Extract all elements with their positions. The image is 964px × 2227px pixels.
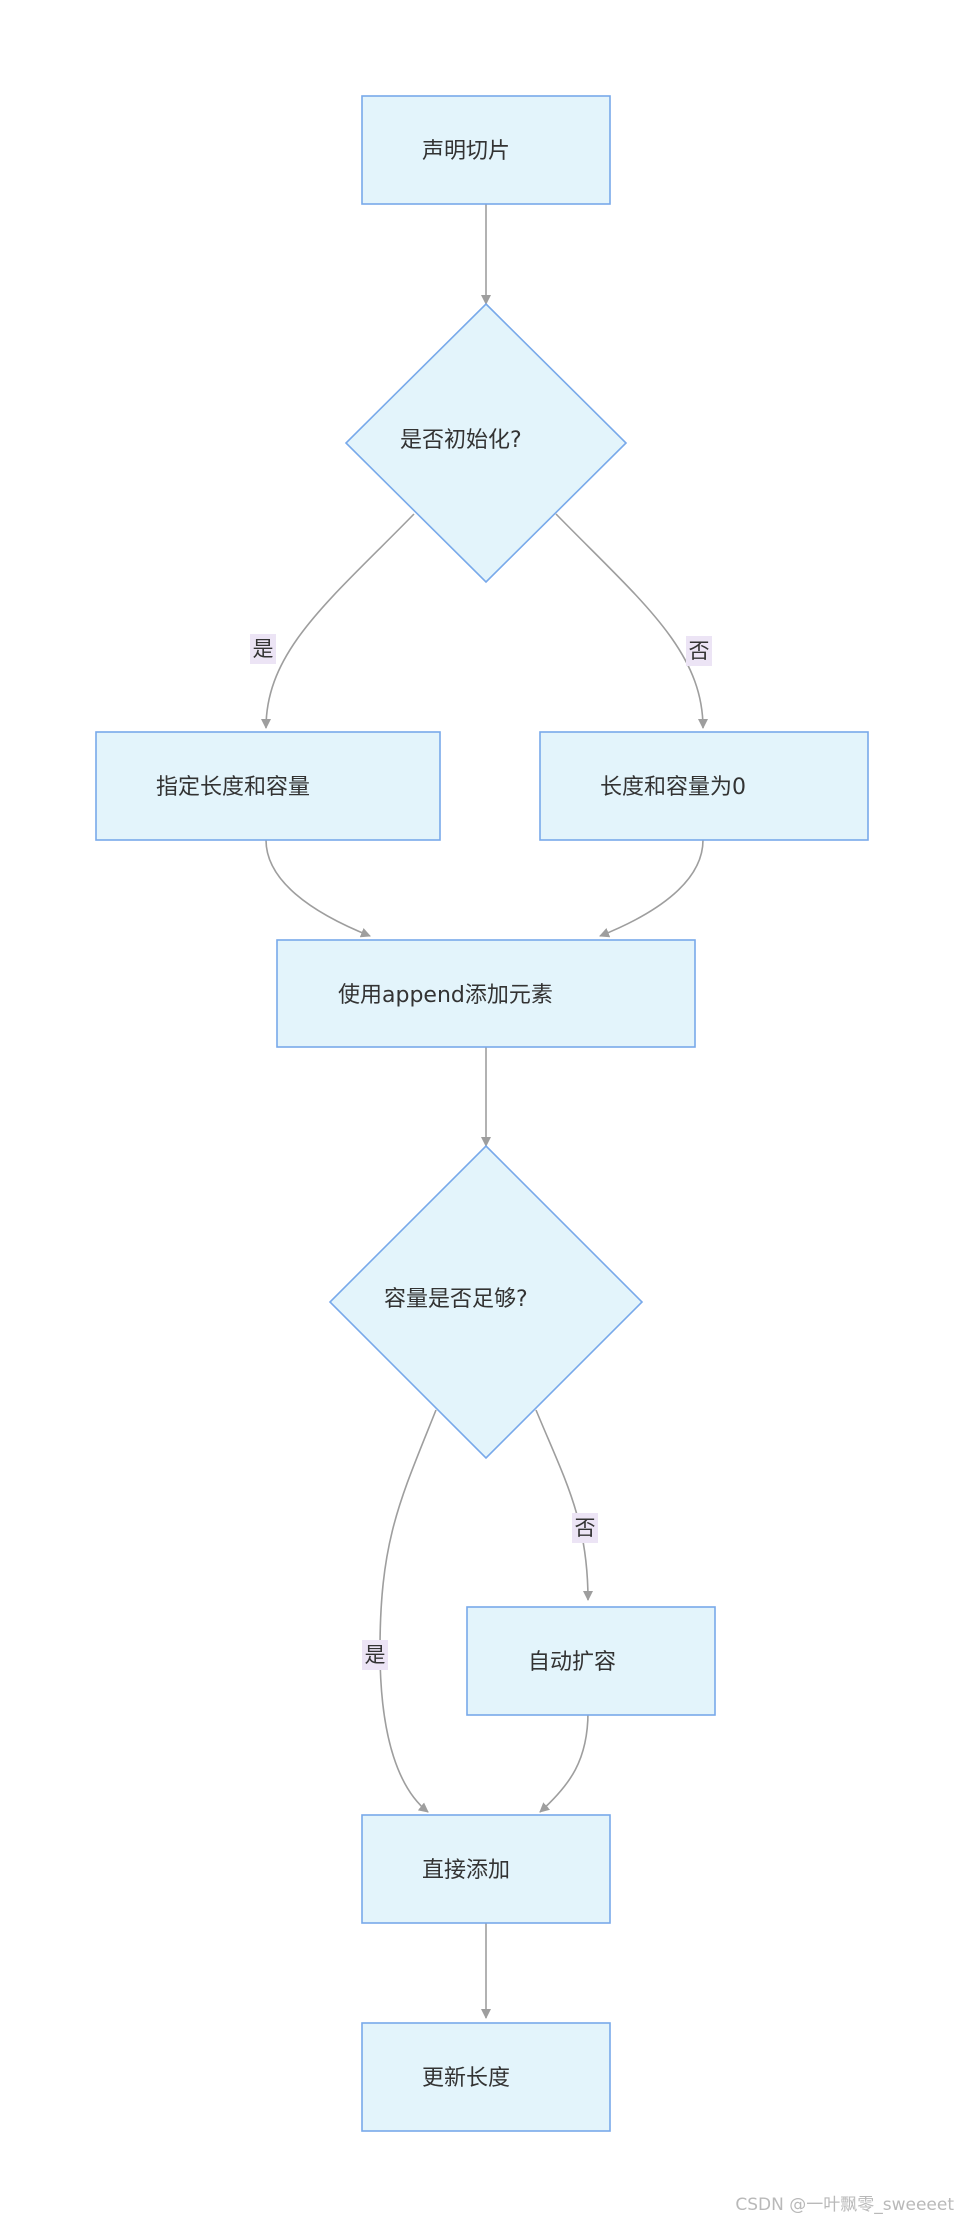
node-append-box bbox=[276, 939, 696, 1048]
edge-label-init-no-text: 否 bbox=[689, 639, 710, 663]
node-update-len-box bbox=[361, 2022, 611, 2132]
edge-init-no bbox=[555, 513, 708, 729]
edge-label-enough-yes-text: 是 bbox=[365, 1643, 386, 1667]
node-is-init-label: 是否初始化? bbox=[400, 428, 522, 453]
node-expand-label: 自动扩容 bbox=[528, 1650, 616, 1675]
edge-label-init-yes-text: 是 bbox=[253, 637, 274, 661]
edge-expand-to-direct bbox=[539, 1711, 589, 1813]
edge-label-enough-yes-bg bbox=[362, 1640, 388, 1670]
edge-label-init-yes: 是 bbox=[250, 634, 276, 664]
edge-label-init-yes-bg bbox=[250, 634, 276, 664]
node-direct-add: 直接添加 bbox=[361, 1814, 611, 1924]
edge-init-yes bbox=[261, 513, 415, 729]
node-is-init-diamond bbox=[344, 302, 628, 584]
node-declare-box bbox=[361, 95, 611, 205]
node-expand: 自动扩容 bbox=[466, 1606, 716, 1716]
edge-enough-yes bbox=[379, 1409, 437, 1813]
edge-label-enough-no-bg bbox=[572, 1513, 598, 1543]
edge-label-enough-no: 否 bbox=[572, 1513, 598, 1543]
node-is-init: 是否初始化? bbox=[344, 302, 628, 584]
node-zero: 长度和容量为0 bbox=[539, 731, 869, 841]
node-expand-box bbox=[466, 1606, 716, 1716]
node-append-label: 使用append添加元素 bbox=[338, 983, 553, 1008]
edge-specify-to-append bbox=[265, 839, 371, 938]
node-specify-box bbox=[95, 731, 441, 841]
edge-label-enough-yes: 是 bbox=[362, 1640, 388, 1670]
node-update-len: 更新长度 bbox=[361, 2022, 611, 2132]
node-declare-label: 声明切片 bbox=[422, 139, 510, 164]
node-zero-box bbox=[539, 731, 869, 841]
node-zero-label: 长度和容量为0 bbox=[600, 775, 746, 800]
node-declare: 声明切片 bbox=[361, 95, 611, 205]
node-enough-label: 容量是否足够? bbox=[384, 1287, 528, 1312]
watermark: CSDN @一叶飘零_sweeeet bbox=[735, 2195, 954, 2215]
node-append: 使用append添加元素 bbox=[276, 939, 696, 1048]
node-direct-add-box bbox=[361, 1814, 611, 1924]
edge-label-init-no: 否 bbox=[686, 636, 712, 666]
edge-label-enough-no-text: 否 bbox=[575, 1516, 596, 1540]
node-update-len-label: 更新长度 bbox=[422, 2066, 510, 2091]
edge-zero-to-append bbox=[599, 839, 704, 938]
node-specify-label: 指定长度和容量 bbox=[156, 775, 310, 800]
node-enough-diamond bbox=[328, 1144, 644, 1460]
edge-enough-no bbox=[535, 1409, 593, 1601]
edge-label-init-no-bg bbox=[686, 636, 712, 666]
node-enough: 容量是否足够? bbox=[328, 1144, 644, 1460]
node-direct-add-label: 直接添加 bbox=[422, 1858, 510, 1883]
node-specify: 指定长度和容量 bbox=[95, 731, 441, 841]
